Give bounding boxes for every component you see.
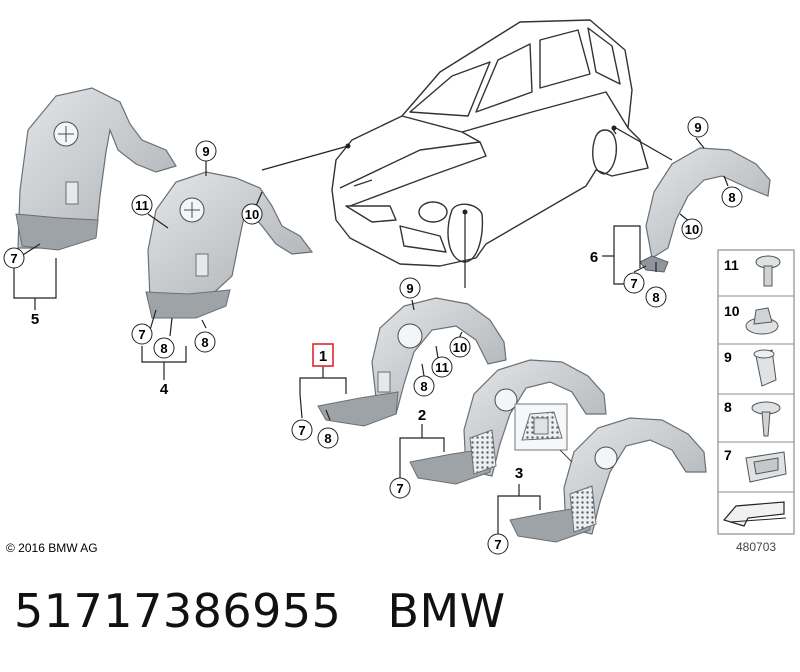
svg-text:8: 8 — [420, 379, 427, 394]
legend-row-11: 11 — [724, 255, 781, 287]
svg-text:10: 10 — [724, 303, 740, 319]
callout-7-part4: 7 — [131, 323, 153, 345]
svg-text:8: 8 — [324, 431, 331, 446]
callout-8-part4: 8 — [153, 337, 175, 359]
wheel-arch-liner-part-6 — [639, 147, 771, 273]
part-number: 51717386955 — [14, 584, 342, 638]
svg-text:8: 8 — [652, 290, 659, 305]
callout-8-part4-right: 8 — [194, 331, 216, 353]
callout-9-center: 9 — [399, 277, 421, 299]
svg-text:8: 8 — [201, 335, 208, 350]
legend-row-8: 8 — [724, 399, 781, 437]
wheel-arch-liner-part-1 — [317, 297, 507, 427]
svg-text:7: 7 — [494, 537, 501, 552]
svg-text:9: 9 — [406, 281, 413, 296]
callout-8-part6: 8 — [645, 286, 667, 308]
brand-name: BMW — [387, 584, 506, 638]
callout-labels: 9 11 10 7 7 8 8 9 8 10 7 8 9 10 11 8 7 8… — [3, 116, 743, 555]
part-number-5: 5 — [31, 311, 39, 328]
callout-11-center: 11 — [431, 356, 453, 378]
svg-text:7: 7 — [138, 327, 145, 342]
callout-10-center: 10 — [449, 336, 471, 358]
callout-10-right: 10 — [681, 218, 703, 240]
svg-text:10: 10 — [685, 222, 699, 237]
part-number-6: 6 — [590, 249, 598, 266]
footer-caption: 51717386955 BMW — [14, 584, 506, 638]
svg-text:8: 8 — [160, 341, 167, 356]
callout-11-left: 11 — [131, 194, 153, 216]
svg-text:7: 7 — [10, 251, 17, 266]
callout-7-part6: 7 — [623, 272, 645, 294]
wheel-arch-liner-part-2 — [409, 359, 607, 485]
direction-arrow-icon — [722, 501, 785, 527]
svg-text:8: 8 — [728, 190, 735, 205]
copyright-notice: © 2016 BMW AG — [6, 541, 98, 555]
leader-lines — [261, 127, 673, 288]
fastener-legend: 11 10 9 8 7 — [717, 249, 795, 535]
legend-row-arrow — [722, 501, 787, 527]
callout-10-left: 10 — [241, 203, 263, 225]
detail-inset — [514, 403, 573, 463]
legend-row-7: 7 — [724, 447, 787, 483]
part-number-1: 1 — [319, 348, 327, 365]
wheel-arch-liner-part-3 — [509, 417, 707, 543]
callout-9-right: 9 — [687, 116, 709, 138]
svg-text:11: 11 — [435, 360, 449, 375]
callout-8-part1: 8 — [317, 427, 339, 449]
callout-7-part1: 7 — [291, 419, 313, 441]
callout-9-left: 9 — [195, 140, 217, 162]
wheel-arch-liner-part-5 — [15, 87, 177, 251]
wheel-arch-liner-part-4 — [145, 171, 314, 319]
parts-diagram: 9 11 10 7 7 8 8 9 8 10 7 8 9 10 11 8 7 8… — [3, 19, 795, 555]
svg-text:11: 11 — [724, 257, 739, 273]
legend-row-10: 10 — [724, 303, 779, 335]
svg-text:7: 7 — [298, 423, 305, 438]
callout-8-right-top: 8 — [721, 186, 743, 208]
svg-text:9: 9 — [694, 120, 701, 135]
svg-text:9: 9 — [724, 349, 732, 365]
svg-text:11: 11 — [135, 198, 149, 213]
part-number-3: 3 — [515, 465, 523, 482]
svg-text:8: 8 — [724, 399, 732, 415]
svg-text:10: 10 — [245, 207, 259, 222]
selected-part-highlight — [312, 343, 334, 367]
svg-text:9: 9 — [202, 144, 209, 159]
part-number-4: 4 — [160, 381, 169, 398]
callout-8-center: 8 — [413, 375, 435, 397]
svg-text:7: 7 — [630, 276, 637, 291]
svg-text:7: 7 — [724, 447, 732, 463]
svg-text:10: 10 — [453, 340, 467, 355]
callout-7-part5: 7 — [3, 247, 25, 269]
vehicle-outline — [331, 19, 649, 267]
drawing-number: 480703 — [736, 540, 777, 554]
svg-text:7: 7 — [396, 481, 403, 496]
part-number-2: 2 — [418, 407, 426, 424]
legend-row-9: 9 — [724, 349, 777, 387]
callout-7-part2: 7 — [389, 477, 411, 499]
callout-7-part3: 7 — [487, 533, 509, 555]
